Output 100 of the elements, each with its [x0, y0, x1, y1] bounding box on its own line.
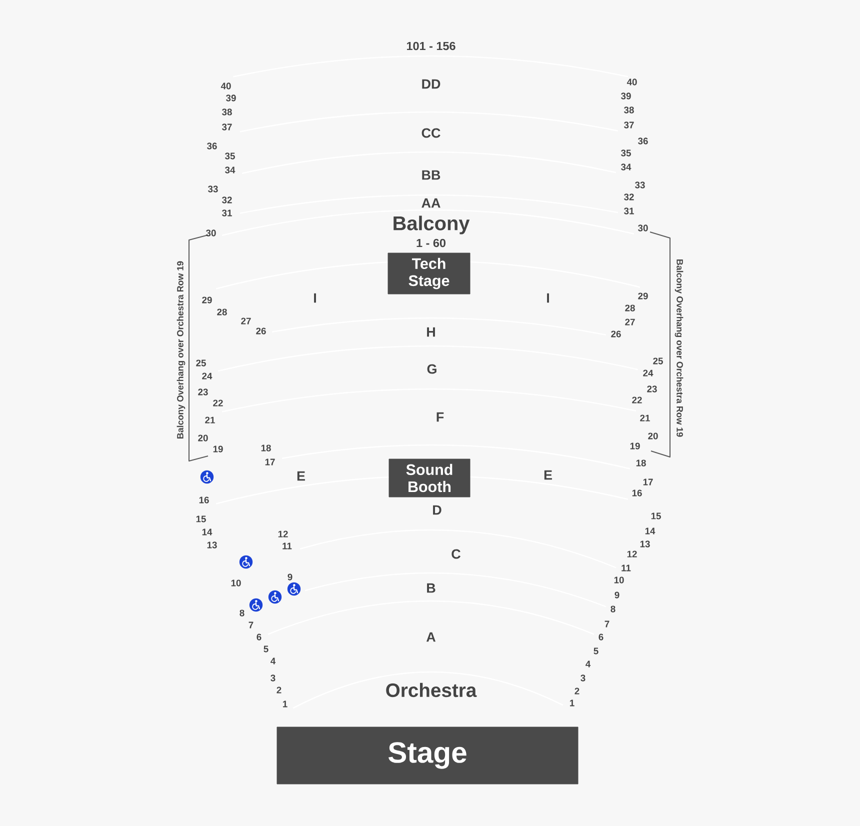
row-number: 2 [276, 686, 282, 694]
row-number: 14 [202, 528, 212, 536]
stage-box: Stage [276, 726, 578, 784]
row-number: 13 [207, 542, 217, 548]
row-number: 3 [580, 674, 586, 682]
row-number: 24 [202, 372, 212, 380]
row-number: 11 [282, 542, 292, 550]
row-number: 3 [270, 674, 276, 682]
row-number: 35 [225, 152, 235, 160]
row-number: 14 [645, 528, 656, 534]
row-number: 37 [624, 122, 634, 128]
row-number: 1 [282, 700, 288, 708]
overhang-note: Balcony Overhang over Orchestra Row 19 [674, 260, 684, 437]
section-label: E [297, 471, 305, 481]
stage-box: Tech Stage [388, 252, 470, 294]
row-number: 2 [574, 688, 580, 694]
section-label: G [427, 364, 436, 374]
row-number: 23 [198, 388, 208, 396]
row-number: 34 [621, 164, 632, 170]
row-number: 39 [621, 92, 631, 100]
row-number: 25 [196, 360, 206, 366]
row-number: 1 [570, 700, 574, 706]
row-number: 34 [225, 166, 236, 174]
section-label: B [427, 583, 436, 593]
row-number: 19 [630, 442, 640, 450]
row-number: 8 [240, 610, 244, 616]
row-number: 21 [205, 416, 215, 424]
row-number: 13 [640, 540, 650, 548]
row-number: 21 [640, 414, 650, 422]
row-number: 33 [635, 182, 645, 188]
row-number: 16 [199, 496, 209, 504]
row-number: 39 [226, 94, 236, 102]
section-label: DD [422, 79, 440, 89]
section-label: E [544, 470, 552, 480]
row-number: 40 [220, 82, 231, 90]
row-number: 22 [632, 396, 642, 404]
section-label: F [436, 412, 444, 422]
row-number: 37 [222, 124, 232, 130]
row-number: 36 [638, 138, 648, 144]
row-number: 17 [643, 478, 653, 486]
row-number: 30 [206, 230, 216, 236]
row-number: 24 [643, 370, 654, 376]
row-number: 31 [222, 210, 232, 216]
row-number: 16 [632, 490, 642, 496]
row-number: 26 [611, 330, 621, 338]
level-label: Balcony [394, 216, 470, 234]
row-number: 27 [241, 318, 251, 324]
row-number: 5 [264, 646, 268, 652]
row-number: 22 [213, 400, 223, 406]
row-number: 23 [647, 386, 657, 392]
booth-box: Sound Booth [388, 458, 470, 498]
row-number: 15 [651, 512, 661, 520]
seat-range: 101 - 156 [407, 42, 456, 50]
row-number: 25 [653, 358, 663, 364]
row-number: 35 [621, 150, 631, 156]
row-number: 11 [622, 564, 631, 572]
row-number: 17 [265, 458, 275, 466]
row-number: 29 [638, 292, 648, 300]
row-number: 33 [208, 186, 218, 192]
section-label: H [427, 327, 435, 337]
level-label: Orchestra [386, 682, 477, 698]
row-number: 18 [261, 444, 271, 452]
row-number: 28 [217, 308, 227, 316]
row-number: 30 [638, 224, 648, 232]
row-number: 7 [248, 622, 254, 628]
row-number: 20 [198, 434, 208, 442]
row-number: 10 [231, 580, 241, 586]
row-number: 4 [270, 658, 276, 664]
row-number: 20 [648, 432, 658, 440]
row-number: 38 [624, 106, 634, 114]
section-label: C [452, 549, 460, 559]
section-label: I [547, 293, 549, 303]
row-number: 6 [598, 634, 604, 640]
row-number: 5 [594, 648, 598, 654]
section-label: AA [422, 198, 440, 208]
row-number: 19 [213, 446, 223, 452]
section-label: I [314, 293, 316, 303]
row-number: 7 [604, 620, 610, 628]
row-number: 4 [586, 660, 591, 668]
row-number: 15 [196, 516, 206, 522]
row-number: 9 [614, 592, 620, 598]
row-number: 28 [625, 304, 635, 312]
row-number: 12 [278, 530, 288, 538]
row-number: 12 [627, 550, 637, 558]
row-number: 36 [207, 142, 217, 150]
row-number: 38 [222, 108, 232, 116]
section-label: CC [422, 128, 440, 138]
row-number: 40 [626, 78, 637, 86]
row-number: 29 [202, 296, 212, 304]
row-number: 8 [610, 606, 616, 612]
section-label: BB [422, 170, 440, 180]
overhang-note: Balcony Overhang over Orchestra Row 19 [176, 261, 186, 438]
row-number: 32 [624, 194, 634, 200]
row-number: 6 [256, 634, 262, 640]
row-number: 18 [636, 460, 646, 466]
section-label: A [426, 632, 436, 642]
row-number: 27 [625, 318, 635, 326]
row-number: 26 [256, 328, 266, 334]
row-number: 32 [222, 196, 232, 204]
row-number: 10 [614, 576, 624, 584]
